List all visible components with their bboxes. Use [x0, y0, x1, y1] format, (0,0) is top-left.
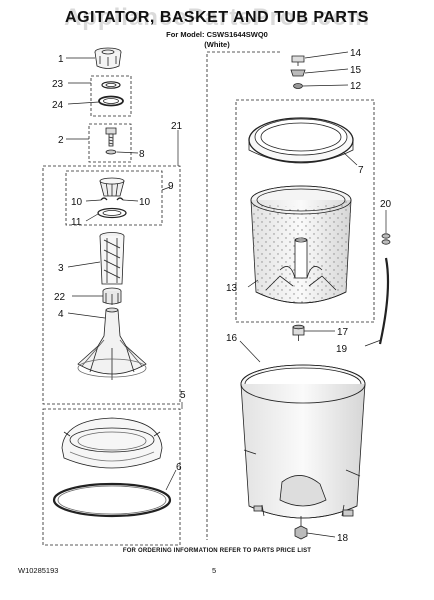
- model-line: For Model: CSWS1644SWQ0: [166, 30, 268, 39]
- callout-10-left: 10: [71, 197, 83, 208]
- ordering-note: FOR ORDERING INFORMATION REFER TO PARTS …: [122, 548, 312, 554]
- agitator-cap: [94, 47, 122, 69]
- page-title: AGITATOR, BASKET AND TUB PARTS: [65, 9, 369, 26]
- callout-2: 2: [58, 135, 64, 146]
- callout-10-right: 10: [139, 197, 151, 208]
- cap-subassembly-box: [90, 75, 132, 117]
- callout-19: 19: [336, 344, 348, 355]
- bolt-washer: [105, 149, 117, 155]
- drive-bell: [102, 287, 122, 305]
- tub-seal: [294, 516, 308, 540]
- callout-22: 22: [54, 292, 66, 303]
- balance-ring: [61, 417, 163, 469]
- callout-3: 3: [58, 263, 64, 274]
- assembly-outline: [206, 51, 280, 540]
- agitator-bolt: [105, 127, 117, 147]
- agitator-base: [77, 307, 147, 380]
- callout-11: 11: [71, 217, 82, 228]
- bolt-subassembly-box: [88, 123, 132, 163]
- outer-tub: [240, 364, 366, 519]
- agitator-barrel: [99, 232, 125, 285]
- cap-washer: [101, 81, 121, 89]
- tub-gasket: [52, 482, 172, 518]
- callout-14: 14: [350, 48, 362, 59]
- cap-seal-ring: [98, 95, 124, 107]
- spanner-washer: [290, 69, 306, 77]
- basket-ring-box: [42, 408, 181, 546]
- callout-24: 24: [52, 100, 64, 111]
- callout-17: 17: [337, 327, 349, 338]
- agitator-assembly-box: [42, 165, 181, 405]
- callout-6: 6: [176, 462, 182, 473]
- watermark-text: AppliancePartsPros.com: [63, 4, 371, 31]
- callout-23: 23: [52, 79, 64, 90]
- callout-18: 18: [337, 533, 349, 544]
- document-number: W10285193: [18, 566, 59, 575]
- dog-ring: [97, 207, 127, 219]
- color-line: (White): [204, 40, 230, 49]
- callout-21: 21: [171, 121, 183, 132]
- wash-basket: [250, 185, 352, 304]
- callout-13: 13: [226, 283, 238, 294]
- leader-lines: [66, 51, 387, 538]
- callout-9: 9: [168, 181, 174, 192]
- callout-16: 16: [226, 333, 238, 344]
- callout-5: 5: [180, 390, 186, 401]
- agitator-dog: [99, 177, 125, 197]
- callout-labels: 1 23 24 2 8 21 9 10 10 11 3 22 4 5 6 14 …: [52, 48, 392, 544]
- callout-20: 20: [380, 199, 392, 210]
- hub-bolt: [291, 55, 305, 66]
- callout-8: 8: [139, 149, 145, 160]
- callout-4: 4: [58, 309, 64, 320]
- basket-hub: [292, 324, 305, 341]
- dog-assembly-box: [65, 170, 163, 226]
- dog-clips: [100, 197, 124, 201]
- tub-ring: [248, 117, 354, 164]
- hose-clamp: [381, 233, 391, 245]
- callout-15: 15: [350, 65, 362, 76]
- page-number: 5: [212, 566, 217, 575]
- drain-hose: [378, 257, 390, 345]
- hub-nut: [293, 83, 303, 89]
- callout-12: 12: [350, 81, 362, 92]
- callout-1: 1: [58, 54, 64, 65]
- callout-7: 7: [358, 165, 364, 176]
